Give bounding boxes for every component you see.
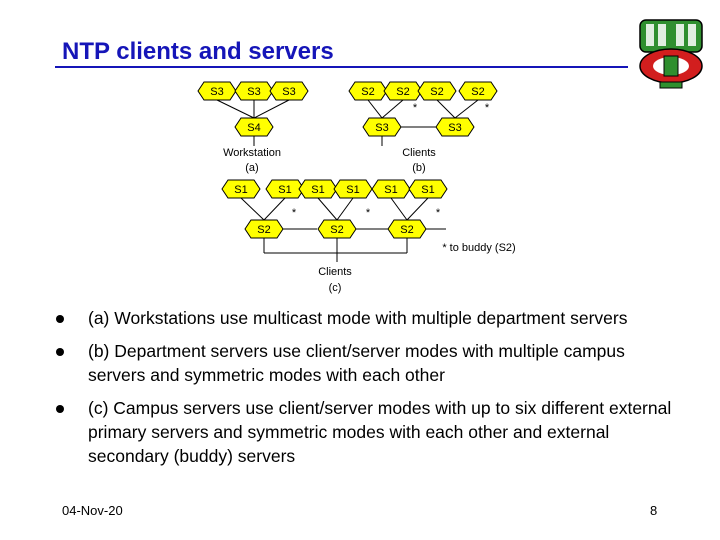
bullet-text: (a) Workstations use multicast mode with…: [88, 308, 628, 328]
node-label: S1: [278, 184, 291, 196]
node-label: S1: [346, 184, 359, 196]
slide-title: NTP clients and servers: [62, 38, 334, 65]
server-node-s2c: S2: [417, 81, 457, 101]
bullet-text: (b) Department servers use client/server…: [88, 341, 625, 385]
server-node-s3d: S3: [362, 117, 402, 137]
node-label: S3: [210, 86, 223, 98]
node-label: S2: [361, 86, 374, 98]
node-shape: [234, 117, 274, 137]
buddy-note: * to buddy (S2): [442, 242, 515, 254]
bullet-item-b: (b) Department servers use client/server…: [52, 339, 672, 387]
node-shape: [408, 179, 448, 199]
node-label: S3: [282, 86, 295, 98]
node-shape: [435, 117, 475, 137]
bullet-dot-icon: [56, 348, 64, 356]
university-crest-icon: [639, 19, 703, 89]
node-label: S3: [448, 122, 461, 134]
symmetric-star: *: [366, 207, 371, 219]
node-shape: [197, 81, 237, 101]
server-node-s1d: S1: [333, 179, 373, 199]
connection-lines: [216, 99, 479, 262]
server-node-s4: S4: [234, 117, 274, 137]
server-node-s1f: S1: [408, 179, 448, 199]
server-node-s1a: S1: [221, 179, 261, 199]
node-label: S3: [375, 122, 388, 134]
bullet-item-a: (a) Workstations use multicast mode with…: [52, 306, 672, 330]
symmetric-markers: * * * * *: [292, 102, 490, 219]
server-node-s2a: S2: [348, 81, 388, 101]
server-node-s1b: S1: [265, 179, 305, 199]
clients-b-label: Clients: [402, 147, 436, 159]
clients-b-tag: (b): [412, 162, 425, 174]
bullet-list: (a) Workstations use multicast mode with…: [52, 306, 672, 477]
node-shape: [417, 81, 457, 101]
clients-c-tag: (c): [329, 282, 342, 294]
node-label: S2: [396, 86, 409, 98]
node-label: S3: [247, 86, 260, 98]
node-shape: [269, 81, 309, 101]
node-label: S2: [471, 86, 484, 98]
diagram-labels: Workstation (a) Clients (b) * to buddy (…: [223, 147, 516, 294]
server-node-s3a: S3: [197, 81, 237, 101]
clients-c-label: Clients: [318, 266, 352, 278]
node-shape: [317, 219, 357, 239]
node-shape: [234, 81, 274, 101]
node-shape: [383, 81, 423, 101]
node-label: S1: [234, 184, 247, 196]
node-label: S2: [430, 86, 443, 98]
node-shape: [244, 219, 284, 239]
node-shape: [265, 179, 305, 199]
node-label: S2: [257, 224, 270, 236]
page-number: 8: [650, 503, 658, 518]
node-label: S4: [247, 122, 260, 134]
bullet-dot-icon: [56, 315, 64, 323]
server-node-s1c: S1: [298, 179, 338, 199]
title-underline: [55, 66, 628, 68]
node-label: S1: [311, 184, 324, 196]
symmetric-star: *: [292, 207, 297, 219]
server-node-s2f: S2: [317, 219, 357, 239]
symmetric-star: *: [436, 207, 441, 219]
server-node-s2g: S2: [387, 219, 427, 239]
bullet-text: (c) Campus servers use client/server mod…: [88, 398, 672, 466]
node-shape: [221, 179, 261, 199]
bullet-item-c: (c) Campus servers use client/server mod…: [52, 396, 672, 468]
node-label: S2: [400, 224, 413, 236]
workstation-label: Workstation: [223, 147, 281, 159]
symmetric-star: *: [413, 102, 418, 114]
symmetric-star: *: [485, 102, 490, 114]
server-node-s3e: S3: [435, 117, 475, 137]
server-node-s3c: S3: [269, 81, 309, 101]
node-shape: [362, 117, 402, 137]
server-node-s1e: S1: [371, 179, 411, 199]
workstation-tag: (a): [245, 162, 258, 174]
node-shape: [387, 219, 427, 239]
node-shape: [298, 179, 338, 199]
node-label: S1: [421, 184, 434, 196]
node-label: S2: [330, 224, 343, 236]
footer-date: 04-Nov-20: [62, 503, 123, 518]
node-label: S1: [384, 184, 397, 196]
node-shape: [371, 179, 411, 199]
server-node-s2e: S2: [244, 219, 284, 239]
server-node-s2d: S2: [458, 81, 498, 101]
node-shape: [348, 81, 388, 101]
server-node-s3b: S3: [234, 81, 274, 101]
node-shape: [333, 179, 373, 199]
server-node-s2b: S2: [383, 81, 423, 101]
node-shape: [458, 81, 498, 101]
bullet-dot-icon: [56, 405, 64, 413]
